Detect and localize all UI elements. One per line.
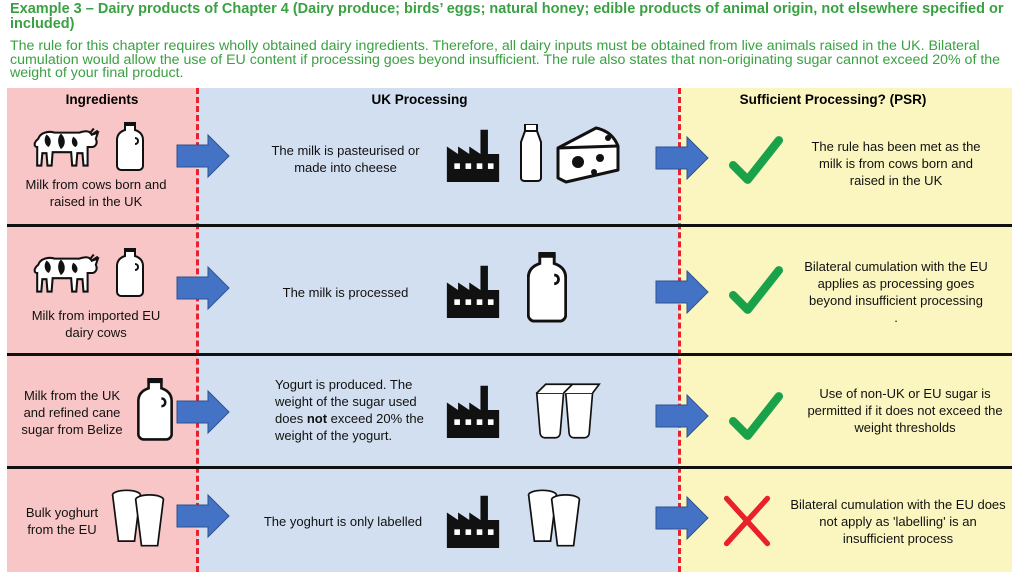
ingredients-column [7,88,197,572]
yoghurt-cups-icon [111,489,165,547]
arrow-icon [655,496,709,540]
factory-icon [446,385,500,438]
milk-jug-icon [116,248,144,297]
row3-processing-post: exceed 20% the weight of the yogurt. [275,411,424,443]
row-divider [7,466,1012,469]
milk-bottle-icon [520,124,542,182]
row4-processing: The yoghurt is only labelled [263,514,423,529]
row3-processing: Yogurt is produced. The weight of the su… [275,376,443,444]
row2-psr: Bilateral cumulation with the EU applies… [800,258,992,326]
header-psr: Sufficient Processing? (PSR) [739,92,927,107]
arrow-icon [176,390,230,434]
arrow-icon [176,266,230,310]
cow-icon [33,253,99,293]
factory-icon [446,265,500,318]
row3-processing-pre: Yogurt is produced. The weight of the su… [275,377,417,426]
check-icon [720,390,792,442]
row4-psr: Bilateral cumulation with the EU does no… [790,497,1006,546]
check-icon [720,134,792,186]
milk-jug-icon [137,378,173,441]
row2-psr-text: Bilateral cumulation with the EU applies… [804,259,988,308]
row1-processing: The milk is pasteurised or made into che… [271,143,420,175]
arrow-icon [176,494,230,538]
row3-psr: Use of non-UK or EU sugar is permitted i… [807,386,1003,435]
row3-processing-bold: not [306,411,328,426]
header-processing: UK Processing [371,92,468,107]
row-divider [7,353,1012,356]
row3-ingredient: Milk from the UK and refined cane sugar … [21,388,123,437]
row2-ingredient: Milk from imported EU dairy cows [31,308,161,340]
cow-icon [33,127,99,167]
arrow-icon [655,394,709,438]
divider-right [678,88,681,572]
factory-icon [446,129,500,182]
check-icon [720,264,792,316]
cheese-icon [556,126,620,184]
divider-left [196,88,199,572]
factory-icon [446,495,500,548]
arrow-icon [655,270,709,314]
row2-processing: The milk is processed [282,285,409,300]
milk-jug-icon [116,122,144,171]
arrow-icon [176,134,230,178]
cross-icon [718,492,776,550]
row1-psr: The rule has been met as the milk is fro… [811,139,981,188]
yogurt-pots-icon [535,383,601,439]
page-title: Example 3 – Dairy products of Chapter 4 … [10,1,1004,32]
row2-psr-trailer: . [894,310,898,325]
row4-ingredient: Bulk yoghurt from the EU [25,505,99,537]
yoghurt-cups-icon [527,489,581,547]
milk-jug-icon [527,252,567,323]
intro-text: The rule for this chapter requires wholl… [10,38,1001,81]
header-ingredients: Ingredients [65,92,139,107]
row-divider [7,224,1012,227]
row1-ingredient: Milk from cows born and raised in the UK [25,177,167,209]
arrow-icon [655,136,709,180]
